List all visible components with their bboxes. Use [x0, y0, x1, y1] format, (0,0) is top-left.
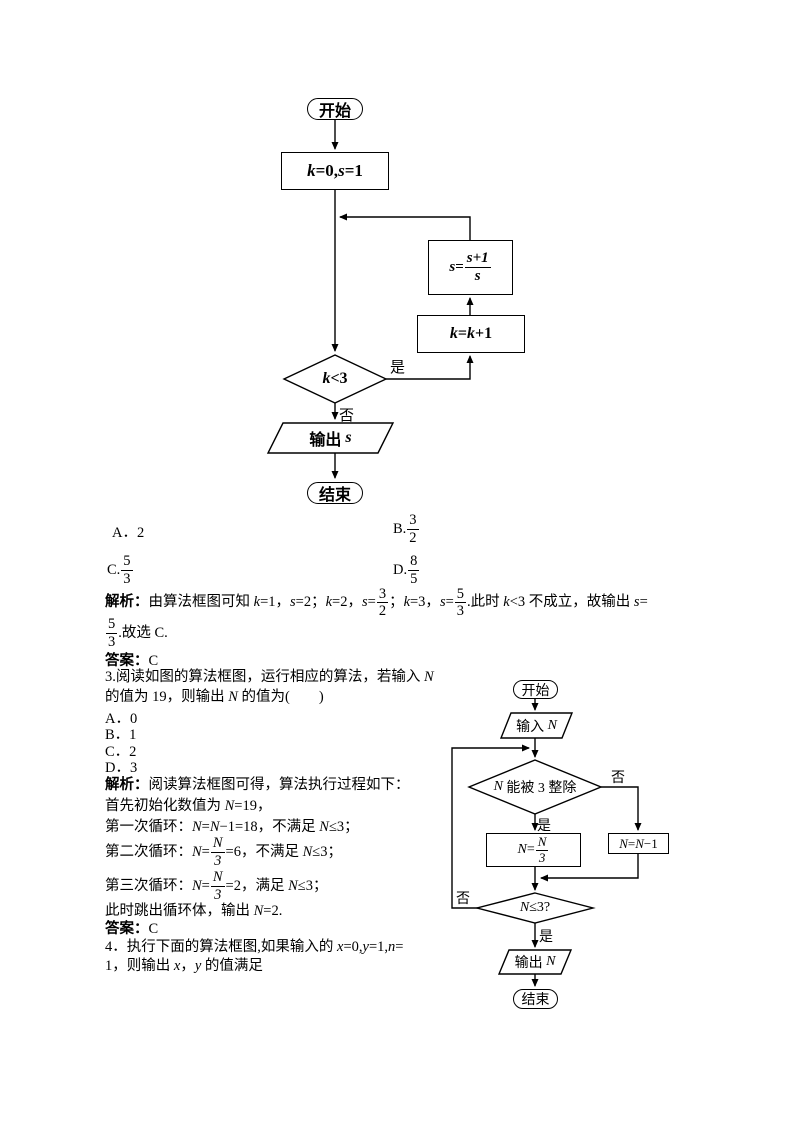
n-condition-text: N≤3?: [519, 900, 551, 915]
decrement-process-box: N=N−1: [608, 833, 669, 854]
input-parallelogram-shape: [499, 712, 574, 739]
start-label: 开始: [318, 103, 351, 120]
no-loop-arrow: [451, 744, 530, 909]
end-label: 结束: [521, 993, 550, 1008]
end-label: 结束: [318, 487, 351, 504]
q3-option-b: B．1: [105, 727, 137, 743]
decision-diamond-shape: [282, 354, 388, 404]
q3-option-c: C．2: [105, 744, 137, 760]
yes-label: 是: [390, 360, 406, 376]
output-parallelogram-shape: [497, 949, 573, 975]
q3-option-d: D．3: [105, 760, 138, 776]
flowchart-q3-diagram: [451, 699, 642, 987]
q2-option-a: A．2: [112, 525, 145, 541]
start-label: 开始: [521, 683, 550, 699]
no-label: 否: [339, 408, 355, 424]
q2-answer: 答案：C: [105, 653, 159, 669]
k-condition-text: k<3: [322, 370, 348, 387]
q4-line1: 4．执行下面的算法框图,如果输入的 x=0,y=1,n=: [105, 939, 404, 955]
start-terminal: 开始: [513, 680, 558, 699]
output-parallelogram-shape: [266, 422, 395, 454]
q3-step0: 首先初始化数值为 N=19，: [105, 798, 272, 814]
q3-intro-line2: 的值为 19，则输出 N 的值为( ): [105, 689, 324, 705]
no-branch-arrow: [601, 786, 642, 831]
n-condition-diamond-shape: [474, 892, 596, 924]
output-s-text: 输出 s: [309, 429, 352, 449]
init-process-box: k=0,s=1: [281, 152, 389, 190]
divisible-decision-diamond-shape: [467, 759, 603, 815]
no-label: 否: [456, 892, 470, 907]
q4-line2: 1，则输出 x，y 的值满足: [105, 958, 263, 974]
q3-step1: 第一次循环：N=N−1=18，不满足 N≤3；: [105, 819, 359, 835]
q3-option-a: A．0: [105, 711, 138, 727]
no-label: 否: [611, 771, 625, 786]
q3-intro-line1: 3.阅读如图的算法框图，运行相应的算法，若输入 N: [105, 669, 434, 685]
k-increment-process-box: k=k+1: [417, 315, 525, 353]
yes-branch-arrow: [386, 355, 474, 380]
flowchart-q2-diagram: [266, 120, 474, 479]
start-terminal: 开始: [307, 98, 363, 120]
end-terminal: 结束: [307, 482, 363, 504]
yes-label: 是: [537, 819, 551, 834]
q3-analysis-heading: 解析：阅读算法框图可得，算法执行过程如下：: [105, 777, 410, 793]
divisible-condition-text: N 能被 3 整除: [493, 779, 577, 796]
q3-answer: 答案：C: [105, 921, 159, 937]
output-n-text: 输出 N: [514, 954, 556, 971]
yes-label: 是: [539, 930, 553, 945]
input-n-text: 输入 N: [516, 717, 557, 735]
loop-return-arrow: [339, 213, 471, 240]
q3-conclusion: 此时跳出循环体，输出 N=2.: [105, 903, 283, 919]
merge-arrow: [540, 854, 639, 882]
end-terminal: 结束: [513, 989, 558, 1009]
